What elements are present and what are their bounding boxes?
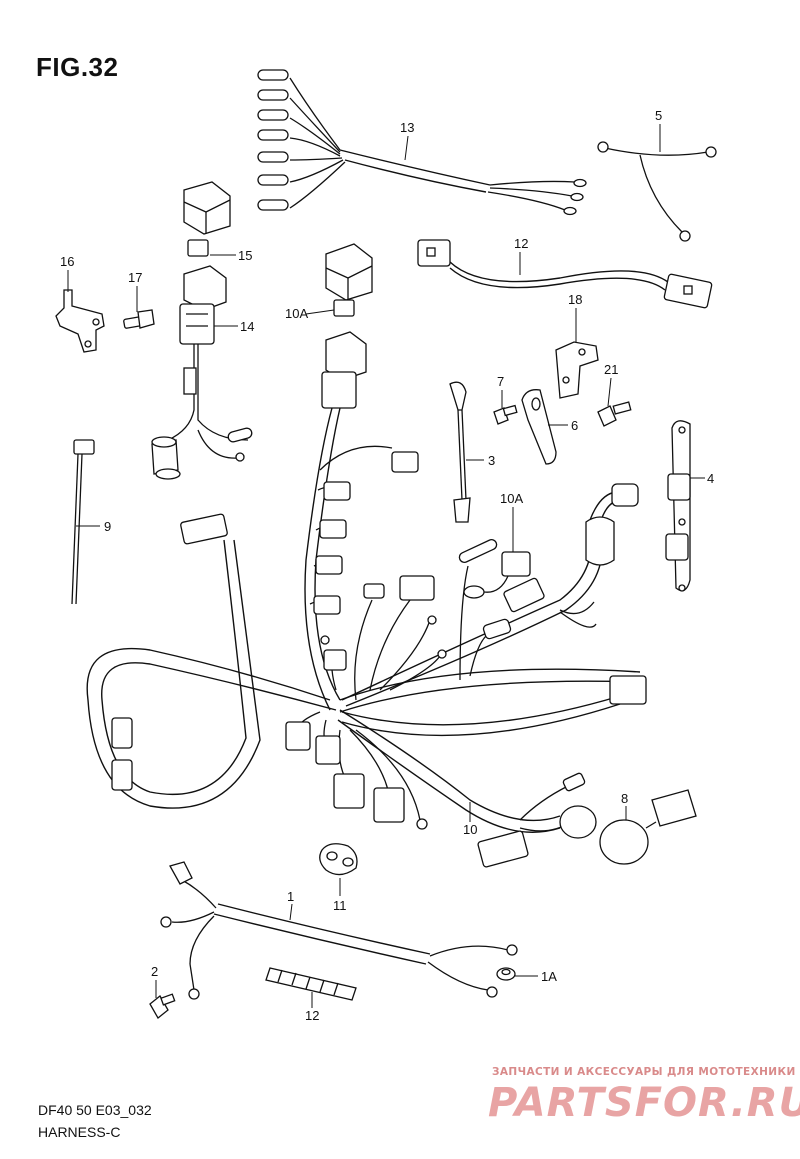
- watermark-caption: ЗАПЧАСТИ И АКСЕССУАРЫ ДЛЯ МОТОТЕХНИКИ: [492, 1066, 796, 1078]
- part-6-clamp[interactable]: [521, 389, 557, 465]
- callout-label-15: 13: [400, 120, 414, 135]
- callout-10: 10: [463, 802, 477, 837]
- part-10a-relay[interactable]: [458, 538, 531, 599]
- part-9-cable-tie[interactable]: [71, 439, 95, 605]
- part-8-cap[interactable]: [599, 789, 697, 865]
- callout-2: 2: [151, 964, 158, 998]
- callout-label-16: 14: [240, 319, 254, 334]
- callout-14: 12: [514, 236, 528, 275]
- callout-label-5: 5: [655, 108, 662, 123]
- callout-label-6: 6: [571, 418, 578, 433]
- callout-1: 1: [287, 889, 294, 921]
- callout-label-19: 17: [128, 270, 142, 285]
- callout-label-8: 8: [621, 791, 628, 806]
- callout-label-1: 1: [287, 889, 294, 904]
- callout-16: 14: [214, 319, 254, 334]
- figure-title: FIG.32: [36, 52, 119, 82]
- callout-label-9: 9: [104, 519, 111, 534]
- callout-label-1a: 1A: [541, 969, 557, 984]
- callout-12: 11: [333, 878, 347, 913]
- watermark-logo: PARTSFOR.RU: [488, 1080, 800, 1126]
- part-12-grommet[interactable]: [319, 843, 358, 876]
- callout-label-10: 10: [463, 822, 477, 837]
- part-20-bracket[interactable]: [555, 341, 599, 399]
- callout-9: 9: [76, 519, 111, 534]
- callout-label-4: 4: [707, 471, 714, 486]
- part-11-relay[interactable]: [321, 243, 373, 409]
- callout-label-14: 12: [514, 236, 528, 251]
- part-17-relay[interactable]: [183, 181, 231, 257]
- callout-21: 21: [604, 362, 618, 407]
- callout-label-12: 11: [333, 898, 347, 913]
- callout-10a: 10A: [500, 491, 523, 552]
- callout-1a: 1A: [515, 969, 557, 984]
- part-16-relay-harness[interactable]: [151, 265, 253, 480]
- callout-13: 12: [305, 992, 319, 1023]
- callout-18: 16: [60, 254, 74, 292]
- part-3-lead[interactable]: [449, 381, 471, 523]
- callout-11: 10A: [285, 306, 335, 321]
- part-19-bolt[interactable]: [123, 309, 155, 329]
- callout-20: 18: [568, 292, 582, 342]
- callout-label-13: 12: [305, 1008, 319, 1023]
- callout-label-11: 10A: [285, 306, 308, 321]
- callout-label-20: 18: [568, 292, 582, 307]
- callout-3: 3: [466, 453, 495, 468]
- callout-8: 8: [621, 791, 628, 820]
- callout-label-17: 15: [238, 248, 252, 263]
- callout-label-21: 21: [604, 362, 618, 377]
- part-4-ground-strap[interactable]: [665, 420, 691, 592]
- part-7-screw[interactable]: [493, 404, 518, 425]
- part-14-extension-lead[interactable]: [417, 239, 713, 309]
- callout-7: 7: [497, 374, 504, 408]
- callout-19: 17: [128, 270, 142, 312]
- part-2-bolt[interactable]: [149, 993, 176, 1019]
- callout-label-18: 16: [60, 254, 74, 269]
- part-1a-washer[interactable]: [496, 967, 516, 981]
- callout-5: 5: [655, 108, 662, 152]
- part-13-tube[interactable]: [265, 967, 357, 1001]
- part-18-bracket[interactable]: [55, 289, 105, 353]
- callout-label-7: 7: [497, 374, 504, 389]
- callout-4: 4: [690, 471, 714, 486]
- part-10-main-harness[interactable]: [86, 407, 647, 868]
- footer-model-code: DF40 50 E03_032: [38, 1102, 152, 1118]
- part-21-bolt[interactable]: [597, 401, 632, 427]
- callout-label-10a: 10A: [500, 491, 523, 506]
- part-15-wire-lead[interactable]: [257, 69, 587, 216]
- callout-label-2: 2: [151, 964, 158, 979]
- part-1-ground-lead[interactable]: [160, 861, 518, 1000]
- callout-15: 13: [400, 120, 414, 161]
- callout-17: 15: [210, 248, 252, 263]
- callout-label-3: 3: [488, 453, 495, 468]
- footer-group-name: HARNESS-C: [38, 1124, 121, 1140]
- part-5-ground-lead[interactable]: [597, 141, 717, 242]
- callout-6: 6: [548, 418, 578, 433]
